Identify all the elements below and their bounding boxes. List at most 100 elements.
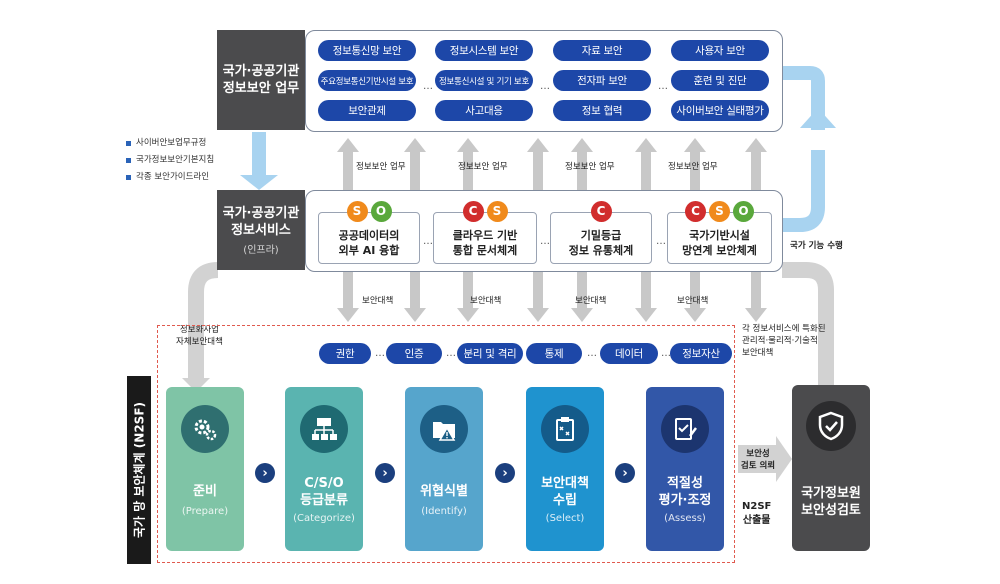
n2sf-framework-border <box>157 325 735 563</box>
badge-s: S <box>346 201 368 222</box>
bullet-icon <box>126 158 131 163</box>
step-categorize: C/S/O 등급분류 (Categorize) <box>285 387 363 551</box>
badge-s: S <box>709 201 730 222</box>
step-name: 적절성 <box>667 476 703 491</box>
pill-training-diagnosis: 훈련 및 진단 <box>671 70 769 91</box>
step-name: C/S/O <box>304 476 344 491</box>
work-label: 정보보안 업무 <box>356 162 406 172</box>
info-project-line1: 정보화사업 <box>179 325 220 335</box>
hierarchy-icon <box>300 405 348 453</box>
chevron-right-icon: › <box>255 463 275 483</box>
pill-emanation-security: 전자파 보안 <box>553 70 651 91</box>
pill-network-security: 정보통신망 보안 <box>318 40 416 61</box>
public-agency-security-work-box: 국가·공공기관 정보보안 업무 <box>217 30 305 130</box>
ellipsis: … <box>375 348 385 359</box>
ellipsis: … <box>423 236 433 247</box>
measure-label: 보안대책 <box>362 296 394 306</box>
service-line2: 통합 문서체계 <box>452 244 518 257</box>
ellipsis: … <box>540 236 550 247</box>
mid-box-line1: 국가·공공기관 <box>222 205 300 221</box>
service-line2: 정보 유통체계 <box>568 244 634 257</box>
pill-info-assets: 정보자산 <box>670 343 732 364</box>
folder-warning-icon <box>420 405 468 453</box>
pill-isolation: 분리 및 격리 <box>457 343 523 364</box>
step-en: (Identify) <box>421 506 467 517</box>
pill-permission: 권한 <box>319 343 371 364</box>
ellipsis: … <box>661 348 671 359</box>
ellipsis: … <box>658 81 668 92</box>
step-select: 보안대책 수립 (Select) <box>526 387 604 551</box>
work-label: 정보보안 업무 <box>565 162 615 172</box>
public-agency-info-service-box: 국가·공공기관 정보서비스 (인프라) <box>217 190 305 270</box>
pill-data-security: 자료 보안 <box>553 40 651 61</box>
chevron-right-icon: › <box>495 463 515 483</box>
legend-label: 사이버안보업무규정 <box>136 138 207 148</box>
badge-o: O <box>370 201 392 222</box>
step-prepare: 준비 (Prepare) <box>166 387 244 551</box>
specialized-line3: 보안대책 <box>742 348 774 358</box>
step-name2: 수립 <box>553 493 577 508</box>
step-name2: 평가·조정 <box>658 493 712 508</box>
top-box-line2: 정보보안 업무 <box>222 81 300 96</box>
legend-item: 국가정보보안기본지침 <box>126 152 214 169</box>
pill-system-security: 정보시스템 보안 <box>435 40 533 61</box>
measure-label: 보안대책 <box>470 296 502 306</box>
specialized-measures-label: 각 정보서비스에 특화된 관리적·물리적·기술적 보안대책 <box>742 323 826 359</box>
pill-authentication: 인증 <box>386 343 442 364</box>
chevron-right-icon: › <box>615 463 635 483</box>
pill-data: 데이터 <box>600 343 658 364</box>
service-line1: 국가기반시설 <box>689 229 750 242</box>
badge-c: C <box>590 201 612 222</box>
badge-c: C <box>462 201 484 222</box>
step-assess: 적절성 평가·조정 (Assess) <box>646 387 724 551</box>
nis-box-line2: 보안성검토 <box>801 503 861 518</box>
pill-incident-response: 사고대응 <box>435 100 533 121</box>
step-name: 위협식별 <box>420 484 468 499</box>
pill-facility-device-protection: 정보통신시설 및 기기 보호 <box>435 70 533 91</box>
clipboard-icon <box>541 405 589 453</box>
ellipsis: … <box>446 348 456 359</box>
top-box-line1: 국가·공공기관 <box>222 64 300 79</box>
review-request-line1: 보안성 <box>746 449 770 459</box>
badge-s: S <box>486 201 508 222</box>
nis-security-review-box: 국가정보원 보안성검토 <box>792 385 870 551</box>
service-line1: 기밀등급 <box>580 229 622 242</box>
specialized-line1: 각 정보서비스에 특화된 <box>742 324 826 334</box>
checklist-icon <box>661 405 709 453</box>
gears-icon <box>181 405 229 453</box>
badge-o: O <box>733 201 754 222</box>
work-label: 정보보안 업무 <box>668 162 718 172</box>
framework-title-bar: 국가 망 보안체계 (N2SF) <box>127 376 151 564</box>
step-en: (Categorize) <box>293 513 355 524</box>
step-name: 준비 <box>193 484 217 499</box>
chevron-right-icon: › <box>375 463 395 483</box>
mid-box-sub: (인프라) <box>243 244 279 256</box>
info-project-label: 정보화사업 자체보안대책 <box>176 324 223 348</box>
legend-label: 각종 보안가이드라인 <box>136 172 210 182</box>
review-request-line2: 검토 의뢰 <box>740 461 776 471</box>
service-line1: 클라우드 기반 <box>452 229 518 242</box>
info-project-line2: 자체보안대책 <box>176 337 223 347</box>
bullet-icon <box>126 141 131 146</box>
measure-label: 보안대책 <box>677 296 709 306</box>
badge-c: C <box>685 201 706 222</box>
measure-label: 보안대책 <box>575 296 607 306</box>
legend-item: 각종 보안가이드라인 <box>126 169 214 186</box>
review-request-label: 보안성 검토 의뢰 <box>738 448 778 472</box>
n2sf-output-line1: N2SF <box>742 501 772 512</box>
step-name2: 등급분류 <box>300 493 348 508</box>
step-identify: 위협식별 (Identify) <box>405 387 483 551</box>
ellipsis: … <box>540 81 550 92</box>
mid-box-line2: 정보서비스 <box>231 222 291 238</box>
legend-item: 사이버안보업무규정 <box>126 135 214 152</box>
step-en: (Select) <box>545 513 585 524</box>
specialized-line2: 관리적·물리적·기술적 <box>742 336 818 346</box>
nis-box-line1: 국가정보원 <box>801 486 861 501</box>
